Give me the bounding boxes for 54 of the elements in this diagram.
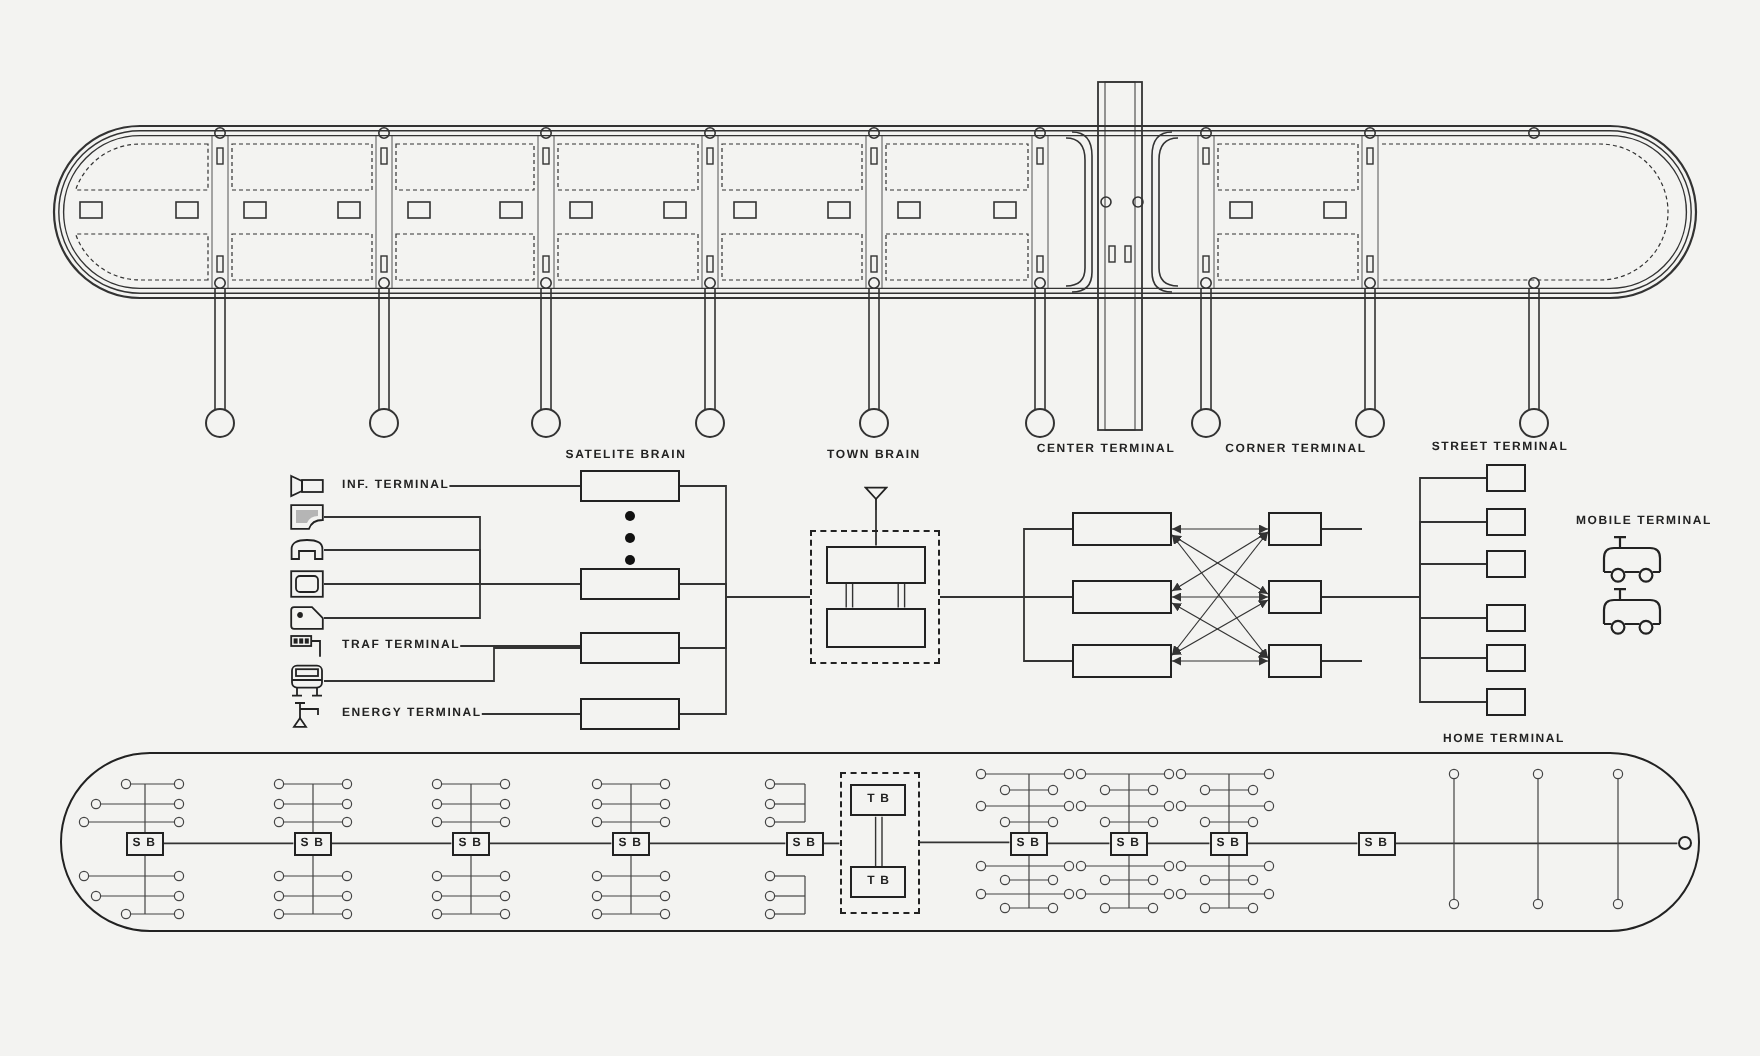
connector-line — [939, 596, 1073, 662]
network-band — [60, 752, 1700, 932]
center-terminal-box — [1072, 512, 1172, 546]
connector-line — [875, 509, 877, 547]
terminal-circle — [1677, 835, 1692, 850]
satellite-brain-box — [580, 568, 680, 600]
phone-icon — [290, 538, 324, 562]
connector-line — [480, 713, 581, 715]
double-headed-arrow — [1171, 592, 1269, 602]
connector-line — [459, 645, 581, 647]
dashed-frame — [839, 771, 920, 914]
center-terminal-box — [1072, 644, 1172, 678]
terminal-box — [1486, 688, 1526, 716]
satellite-brain-box — [580, 632, 680, 664]
terminal-box — [1486, 550, 1526, 578]
connector-line — [323, 647, 581, 682]
connector-line — [1146, 842, 1211, 845]
bus-icon — [290, 664, 324, 698]
double-headed-arrow — [1171, 524, 1269, 534]
corner-terminal-box — [1268, 644, 1322, 678]
connector-line — [1321, 596, 1487, 703]
terminal-box — [1486, 604, 1526, 632]
dashed-frame — [810, 530, 940, 664]
double-line-connector — [845, 582, 854, 609]
monitor-icon — [290, 570, 324, 598]
connector-line — [648, 842, 787, 845]
connector-line — [1321, 660, 1363, 662]
connector-line — [488, 842, 613, 845]
corner-terminal-box — [1268, 512, 1322, 546]
connector-line — [323, 583, 581, 619]
center-terminal-box — [1072, 580, 1172, 614]
connector-line — [1246, 842, 1359, 845]
connector-line — [1321, 528, 1363, 530]
satellite-brain-box — [580, 698, 680, 730]
tag-icon — [290, 606, 324, 630]
town-brain-box — [825, 545, 926, 584]
connector-line — [448, 485, 581, 487]
double-line-connector — [874, 816, 883, 868]
connector-line — [1046, 842, 1111, 845]
double-headed-arrow — [1171, 656, 1269, 666]
corner-terminal-box — [1268, 580, 1322, 614]
double-line-connector — [897, 582, 906, 609]
terminal-box — [1486, 644, 1526, 672]
connector-line — [679, 596, 811, 715]
connector-line — [918, 841, 1011, 844]
connector-line — [162, 842, 295, 845]
connector-line — [1394, 842, 1679, 845]
terminal-box — [1486, 464, 1526, 492]
town-brain-box — [825, 607, 926, 648]
satellite-brain-box — [580, 470, 680, 502]
terminal-box — [1486, 508, 1526, 536]
document-icon — [290, 504, 324, 530]
antenna-icon — [864, 486, 888, 510]
connector-line — [330, 842, 453, 845]
